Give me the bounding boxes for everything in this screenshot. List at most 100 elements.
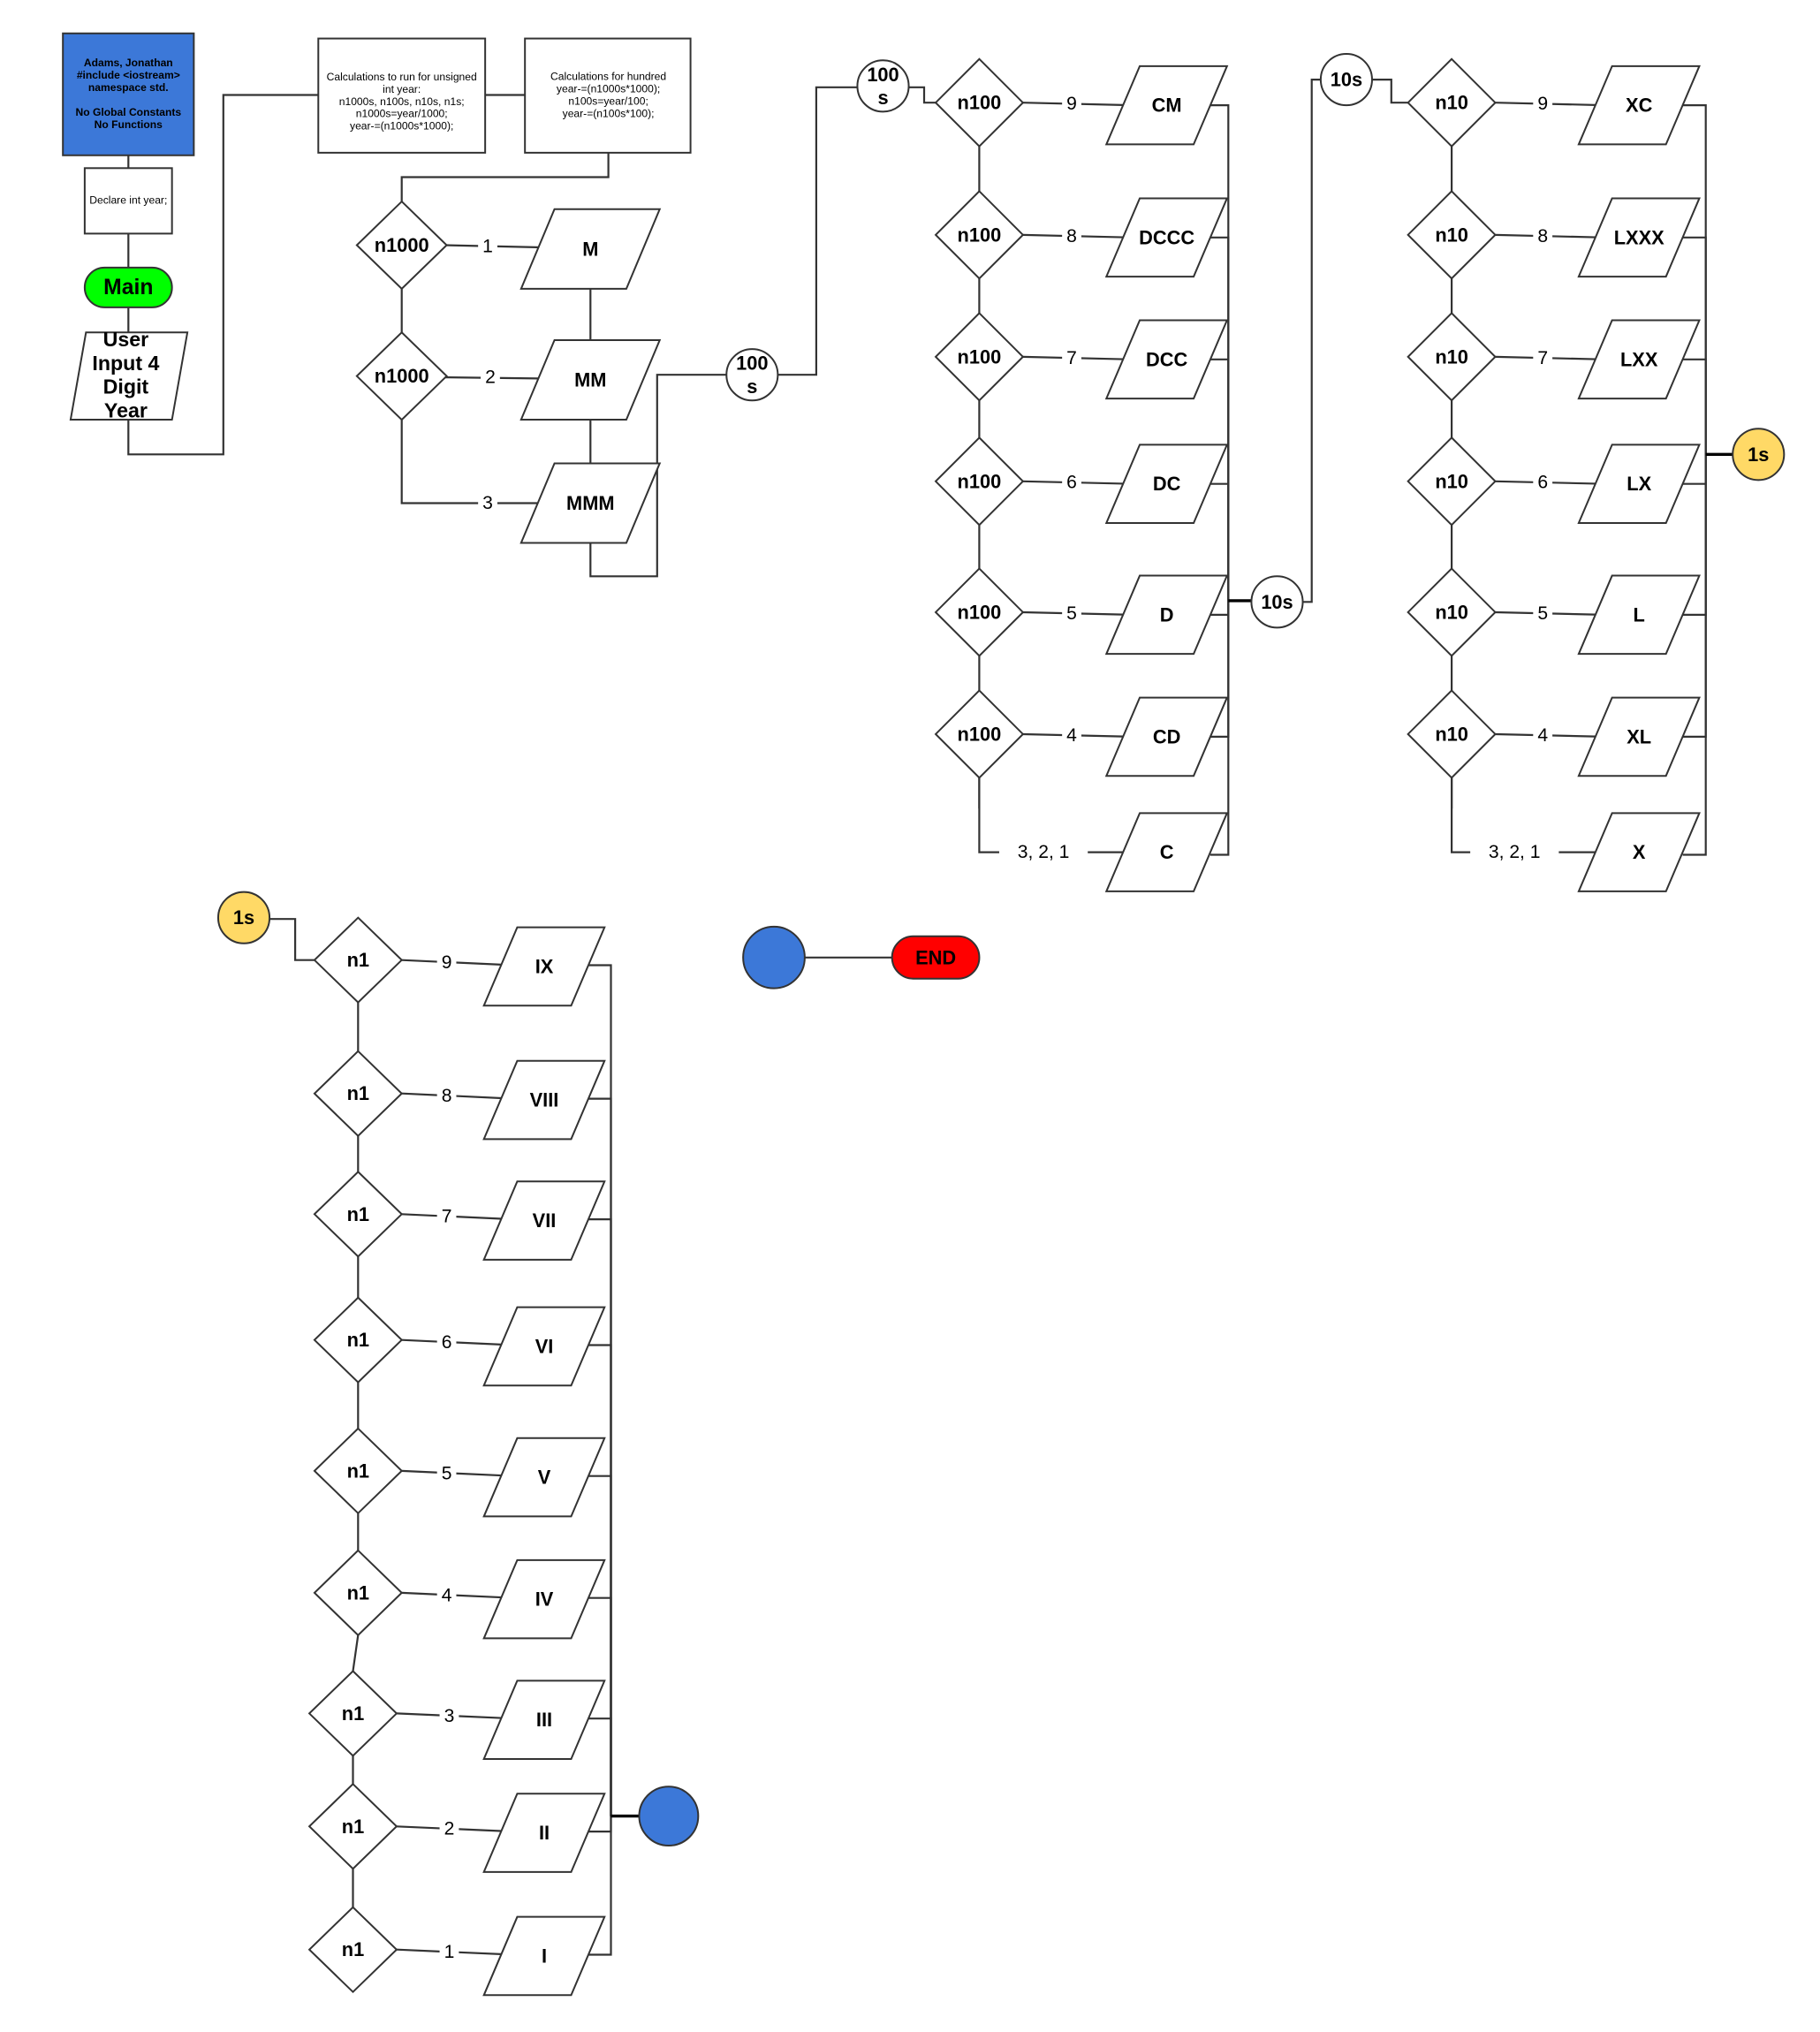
connector-line	[401, 1092, 514, 1100]
decision-shape	[355, 200, 448, 291]
output-parallelogram: VI	[482, 1306, 606, 1387]
decision-label: n1	[342, 1938, 364, 1960]
output-parallelogram: M	[519, 208, 662, 290]
connector-100s-a: 100s	[725, 348, 779, 402]
decision-diamond: n1	[313, 916, 404, 1004]
decision-shape	[1407, 567, 1497, 657]
decision-label: n1000	[375, 365, 429, 387]
decision-label: n10	[1435, 224, 1468, 246]
connector-line	[1210, 358, 1230, 601]
output-shape	[1577, 319, 1701, 400]
output-shape	[1104, 574, 1229, 656]
decision-label: n1	[347, 1082, 369, 1104]
decision-label: n1	[347, 1203, 369, 1225]
output-shape	[1104, 812, 1229, 892]
decision-shape	[1407, 689, 1497, 779]
branch-label-bg	[481, 366, 500, 390]
branch-label: 9	[1537, 94, 1548, 114]
branch-label-bg	[1533, 724, 1553, 747]
decision-label: n1	[347, 949, 369, 971]
output-label: C	[1160, 841, 1174, 863]
branch-label: 4	[1066, 725, 1077, 746]
branch-label-bg	[436, 1205, 457, 1229]
decision-shape	[313, 1170, 404, 1258]
output-label: M	[582, 238, 598, 260]
branch-label: 7	[1066, 348, 1077, 368]
output-shape	[482, 926, 606, 1007]
output-shape	[1577, 812, 1701, 892]
branch-label: 2	[485, 368, 496, 388]
branch-label-bg	[439, 1940, 459, 1964]
decision-label: n10	[1435, 724, 1468, 746]
calc-text-1: n1000s=year/1000;	[356, 108, 448, 120]
output-parallelogram: V	[482, 1437, 606, 1518]
decision-label: n1	[342, 1702, 364, 1725]
connector-line	[445, 244, 557, 249]
connector-line	[445, 376, 557, 380]
branch-label-bg	[439, 1817, 459, 1841]
branch-label: 5	[442, 1463, 452, 1483]
decision-shape	[934, 190, 1025, 280]
connector-line	[588, 1816, 612, 1956]
connector-line	[352, 1634, 360, 1672]
connector-line	[777, 86, 858, 376]
output-label: MM	[574, 369, 606, 391]
connector-line	[1370, 79, 1408, 104]
branch-label: 9	[1066, 94, 1077, 114]
decision-label: n100	[958, 224, 1002, 246]
connector-circle-shape	[1732, 428, 1786, 481]
connector-label: 1s	[1748, 444, 1769, 466]
decision-diamond: n1	[307, 1670, 398, 1757]
decision-shape	[307, 1906, 398, 1994]
branch-label-bg	[439, 1704, 459, 1728]
connector-circle-shape	[725, 348, 779, 402]
output-label: XL	[1627, 725, 1651, 747]
decision-label: n10	[1435, 602, 1468, 624]
declare-box	[83, 167, 173, 235]
branch-label-bg	[478, 234, 497, 259]
input-shape	[69, 331, 189, 421]
end-terminal: END	[891, 935, 981, 980]
output-shape	[482, 1915, 606, 1997]
branch-label: 3, 2, 1	[1489, 842, 1541, 862]
decision-diamond: n1000	[355, 330, 448, 421]
calc-text-2: Calculations for hundred	[550, 71, 666, 83]
calc-text-2: year-=(n1000s*1000);	[557, 83, 660, 95]
decision-diamond: n1000	[355, 200, 448, 291]
output-label: MMM	[566, 492, 614, 514]
output-parallelogram: LX	[1577, 444, 1701, 524]
output-parallelogram: VIII	[482, 1059, 606, 1141]
connector-circle-shape	[1250, 575, 1304, 629]
decision-shape	[313, 1549, 404, 1637]
branch-label-bg	[478, 491, 497, 515]
decision-label: n1000	[375, 234, 429, 256]
branch-label: 5	[1537, 603, 1548, 624]
branch-label: 8	[1066, 226, 1077, 246]
merge-dot	[638, 1786, 700, 1847]
branch-label-bg	[436, 951, 457, 974]
output-shape	[482, 1679, 606, 1760]
output-parallelogram: LXX	[1577, 319, 1701, 400]
decision-diamond: n10	[1407, 436, 1497, 527]
calc-text-1: Calculations to run for unsigned	[327, 71, 477, 83]
flowchart-shapes: Adams, Jonathan#include <iostream>namesp…	[62, 32, 1786, 1997]
output-parallelogram: MMM	[519, 462, 662, 544]
decision-shape	[1407, 57, 1497, 148]
decision-diamond: n1	[307, 1906, 398, 1994]
output-label: LXXX	[1614, 226, 1665, 248]
output-parallelogram: DCC	[1104, 319, 1229, 400]
decision-label: n10	[1435, 470, 1468, 492]
decision-diamond: n10	[1407, 567, 1497, 657]
connector-line	[400, 152, 610, 202]
connector-label: s	[747, 375, 757, 398]
header-text: #include <iostream>	[77, 69, 180, 81]
connector-label: 10s	[1331, 69, 1362, 91]
main-terminal: Main	[83, 266, 173, 308]
connector-label: 10s	[1261, 591, 1293, 613]
output-parallelogram: II	[482, 1793, 606, 1873]
decision-shape	[934, 57, 1025, 148]
branch-label-bg	[1533, 92, 1553, 116]
output-parallelogram: XC	[1577, 64, 1701, 146]
header-text: No Functions	[95, 118, 163, 131]
branch-label: 2	[444, 1819, 455, 1839]
